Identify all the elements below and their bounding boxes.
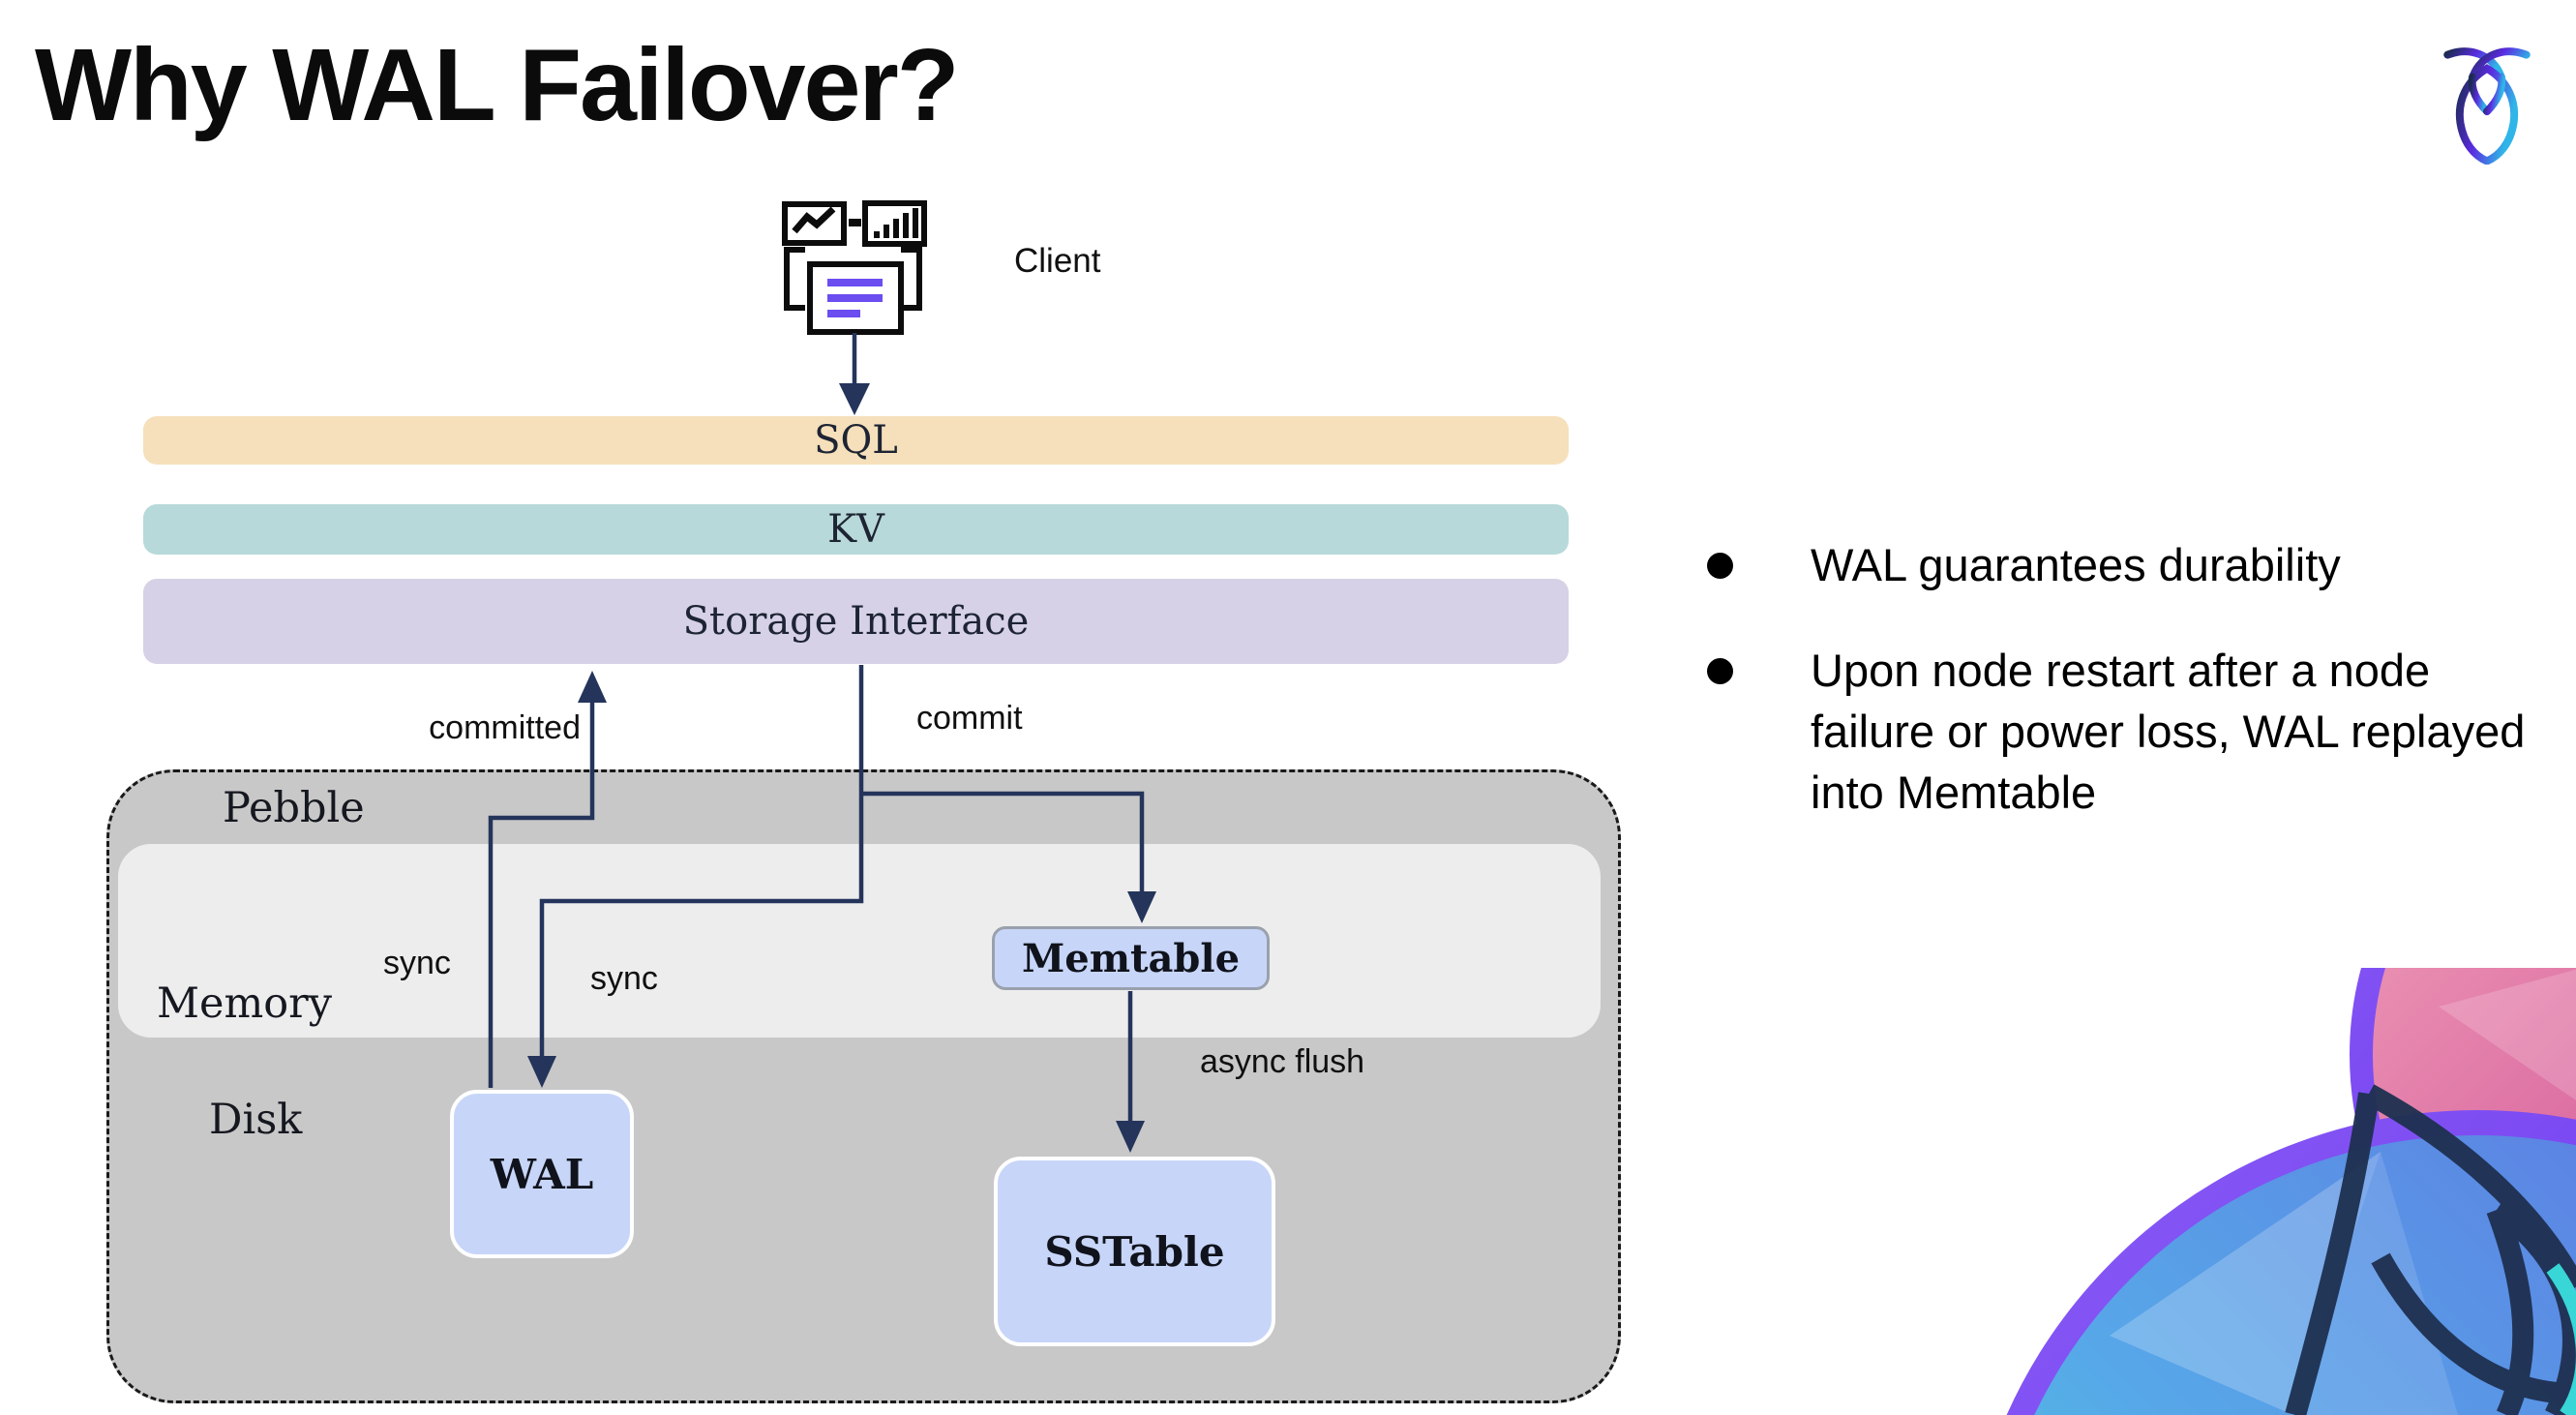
sql-layer-bar: SQL — [143, 416, 1569, 465]
client-terminals-icon — [782, 200, 927, 335]
disk-label: Disk — [209, 1096, 303, 1144]
pebble-label: Pebble — [223, 784, 365, 832]
wal-box: WAL — [450, 1090, 634, 1258]
sstable-box: SSTable — [994, 1157, 1275, 1346]
sql-layer-label: SQL — [814, 418, 898, 463]
memory-label: Memory — [157, 979, 332, 1028]
committed-edge-label: committed — [429, 709, 581, 746]
left-bracket-icon — [784, 247, 805, 311]
bullet-dot-icon — [1707, 658, 1733, 684]
storage-interface-layer-bar: Storage Interface — [143, 579, 1569, 664]
cockroachdb-logo-icon — [2443, 47, 2531, 165]
note-text: WAL guarantees durability — [1811, 539, 2341, 590]
memtable-box: Memtable — [992, 926, 1270, 990]
dash-connector — [849, 219, 861, 226]
sync-right-edge-label: sync — [590, 960, 658, 997]
note-text: Upon node restart after a node failure o… — [1811, 645, 2526, 818]
memtable-box-label: Memtable — [1021, 935, 1241, 981]
right-bracket-icon — [901, 247, 922, 311]
sstable-box-label: SSTable — [1044, 1227, 1225, 1276]
brand-corner-art — [2006, 968, 2576, 1415]
client-label: Client — [1014, 242, 1101, 280]
list-item: Upon node restart after a node failure o… — [1707, 640, 2539, 823]
page-title: Why WAL Failover? — [35, 28, 959, 142]
kv-layer-label: KV — [827, 507, 884, 552]
memory-region — [118, 844, 1601, 1038]
async-flush-edge-label: async flush — [1200, 1043, 1365, 1080]
notes-list: WAL guarantees durability Upon node rest… — [1707, 534, 2539, 867]
commit-edge-label: commit — [916, 700, 1023, 737]
sync-left-edge-label: sync — [383, 945, 451, 981]
wal-box-label: WAL — [490, 1150, 594, 1198]
bullet-dot-icon — [1707, 553, 1733, 579]
storage-interface-label: Storage Interface — [682, 599, 1030, 644]
list-item: WAL guarantees durability — [1707, 534, 2539, 595]
kv-layer-bar: KV — [143, 504, 1569, 555]
